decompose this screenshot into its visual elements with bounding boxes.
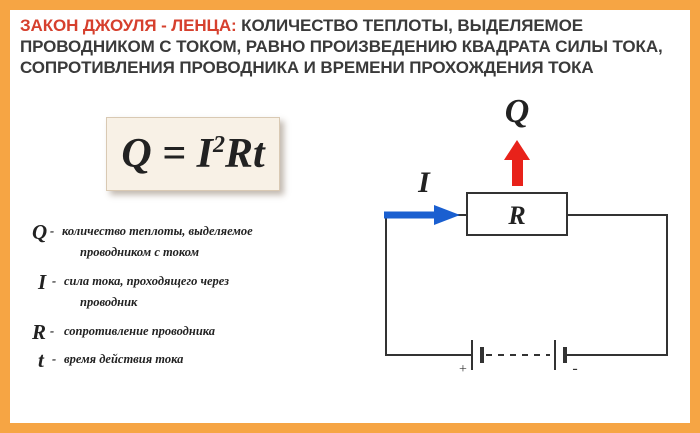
law-statement-line-1-rest: КОЛИЧЕСТВО ТЕПЛОТЫ, ВЫДЕЛЯЕМОЕ: [236, 16, 583, 35]
heat-label: Q: [505, 93, 530, 130]
battery-plus-sign: +: [459, 362, 467, 377]
circuit-diagram: R I Q + -: [384, 93, 668, 377]
current-arrow-head: [434, 205, 460, 225]
formula-lhs: Q = I: [121, 131, 213, 177]
wire-top-right: [565, 214, 668, 356]
legend-dash: -: [50, 224, 55, 238]
wire-top-left: [385, 215, 472, 356]
law-statement-line-2: ПРОВОДНИКОМ С ТОКОМ, РАВНО ПРОИЗВЕДЕНИЮ …: [20, 37, 663, 56]
legend-desc-line-2: проводником с током: [80, 245, 200, 259]
heat-arrow-head: [504, 140, 530, 160]
heat-arrow-shaft: [512, 158, 523, 186]
formula-exponent: 2: [212, 132, 225, 158]
law-statement-line-3: СОПРОТИВЛЕНИЯ ПРОВОДНИКА И ВРЕМЕНИ ПРОХО…: [20, 58, 594, 77]
legend-symbol: I: [38, 270, 47, 294]
law-name: ЗАКОН ДЖОУЛЯ - ЛЕНЦА:: [20, 16, 237, 35]
formula: Q = I2Rt: [121, 130, 264, 178]
resistor-label: R: [507, 201, 525, 230]
formula-box: Q = I2Rt: [106, 117, 280, 191]
law-statement-line-1: ЗАКОН ДЖОУЛЯ - ЛЕНЦА: КОЛИЧЕСТВО ТЕПЛОТЫ…: [20, 15, 680, 36]
legend-dash: -: [52, 274, 57, 288]
current-label: I: [417, 166, 431, 199]
legend-symbol: t: [38, 348, 44, 372]
legend-desc-line-1: сопротивление проводника: [64, 324, 216, 338]
formula-rhs: Rt: [224, 131, 265, 177]
battery-minus-sign: -: [572, 360, 577, 377]
legend-symbol: R: [32, 320, 47, 344]
law-statement: ЗАКОН ДЖОУЛЯ - ЛЕНЦА: КОЛИЧЕСТВО ТЕПЛОТЫ…: [20, 15, 680, 78]
legend-dash: -: [52, 352, 57, 366]
legend-desc-line-2: проводник: [80, 295, 138, 309]
legend-desc-line-1: сила тока, проходящего через: [64, 274, 230, 288]
legend-desc-line-1: количество теплоты, выделяемое: [62, 224, 253, 238]
legend-desc-line-1: время действия тока: [64, 352, 184, 366]
legend-dash: -: [50, 324, 55, 338]
resistor: [466, 192, 568, 236]
content-panel: ЗАКОН ДЖОУЛЯ - ЛЕНЦА: КОЛИЧЕСТВО ТЕПЛОТЫ…: [10, 10, 690, 423]
legend-symbol: Q: [32, 220, 48, 244]
